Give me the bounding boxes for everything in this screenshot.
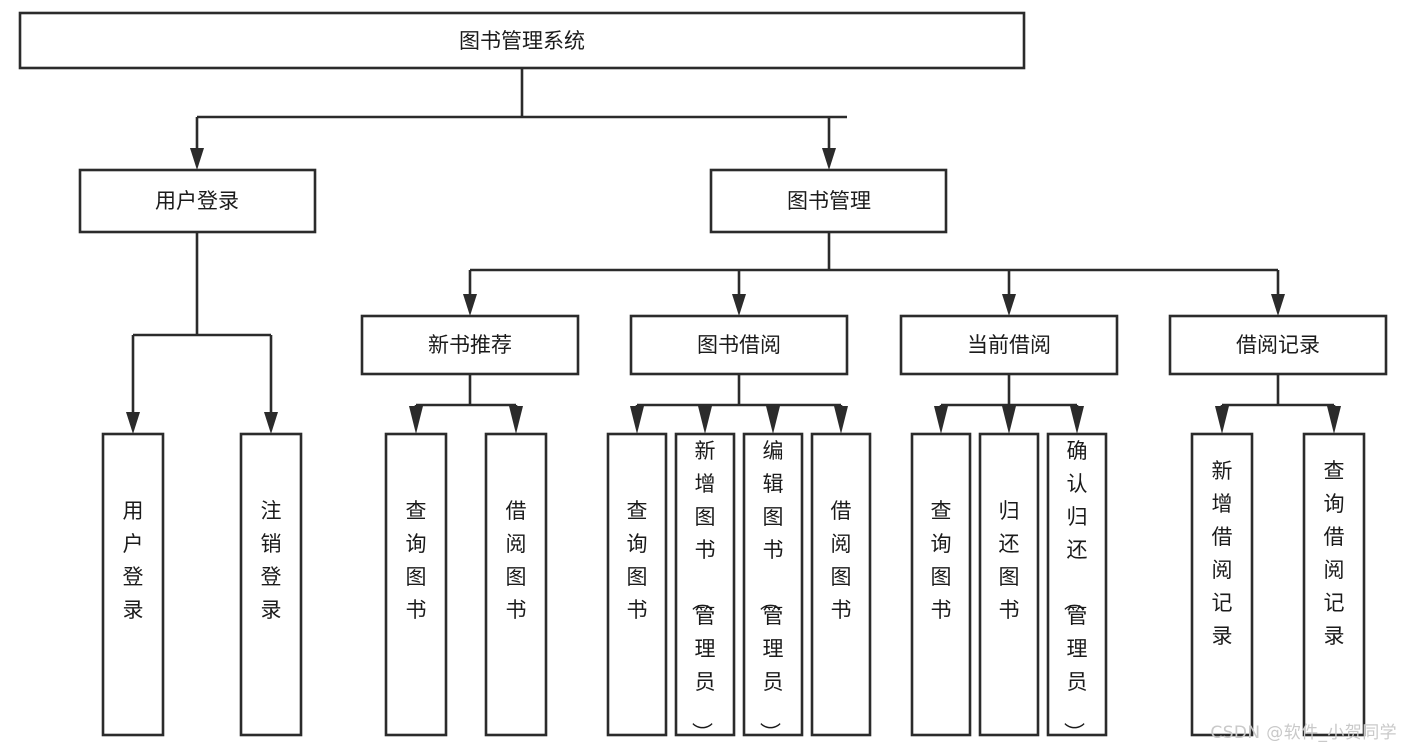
leaf-user-login-0[interactable]: 用户登录 <box>101 432 165 737</box>
arrow-head-borrow-record <box>1271 294 1285 316</box>
node-user-login[interactable]: 用户登录 <box>78 168 317 234</box>
arrow-head-new-book-recommend <box>463 294 477 316</box>
leaf-borrow-record-1-label: 查询借阅记录 <box>1324 459 1345 648</box>
node-current-borrow-label: 当前借阅 <box>967 333 1051 357</box>
leaf-user-login-1-box[interactable] <box>239 432 303 737</box>
leaf-book-borrow-0[interactable]: 查询图书 <box>606 432 668 737</box>
leaf-current-borrow-1-label: 归还图书 <box>999 499 1020 622</box>
arrow-head-br-child-1 <box>1327 406 1341 434</box>
leaf-borrow-record-1[interactable]: 查询借阅记录 <box>1302 432 1366 737</box>
arrow-head-current-borrow <box>1002 294 1016 316</box>
arrow-head-user-login-child-1 <box>264 412 278 434</box>
node-book-management[interactable]: 图书管理 <box>709 168 948 234</box>
arrow-head-book-borrow <box>732 294 746 316</box>
leaf-book-borrow-0-label: 查询图书 <box>627 499 648 622</box>
leaf-book-borrow-3-box[interactable] <box>810 432 872 737</box>
leaf-new-book-recommend-0-box[interactable] <box>384 432 448 737</box>
arrow-head-bb-child-0 <box>630 406 644 434</box>
leaf-current-borrow-0-label: 查询图书 <box>931 499 952 622</box>
node-user-login-label: 用户登录 <box>155 189 239 213</box>
leaf-book-borrow-2-label: 编辑图书（管理员） <box>758 439 784 743</box>
leaf-new-book-recommend-1[interactable]: 借阅图书 <box>484 432 548 737</box>
leaf-book-borrow-1-box[interactable] <box>674 432 736 737</box>
connector-group-current-borrow <box>934 374 1084 434</box>
arrow-head-br-child-0 <box>1215 406 1229 434</box>
leaf-current-borrow-2-box[interactable] <box>1046 432 1108 737</box>
node-new-book-recommend-box[interactable] <box>360 314 580 376</box>
leaf-borrow-record-1-box[interactable] <box>1302 432 1366 737</box>
arrow-head-cb-child-0 <box>934 406 948 434</box>
node-borrow-record-box[interactable] <box>1168 314 1388 376</box>
leaf-current-borrow-0[interactable]: 查询图书 <box>910 432 972 737</box>
leaf-book-borrow-3-label: 借阅图书 <box>831 499 852 622</box>
leaf-book-borrow-1[interactable]: 新增图书（管理员） <box>674 432 736 743</box>
arrow-head-bb-child-1 <box>698 406 712 434</box>
arrow-head-cb-child-1 <box>1002 406 1016 434</box>
leaf-current-borrow-0-box[interactable] <box>910 432 972 737</box>
node-user-login-box[interactable] <box>78 168 317 234</box>
connector-group-user-login <box>126 232 278 434</box>
arrow-head-user-login <box>190 148 204 170</box>
node-borrow-record[interactable]: 借阅记录 <box>1168 314 1388 376</box>
leaf-user-login-1[interactable]: 注销登录 <box>239 432 303 737</box>
node-new-book-recommend[interactable]: 新书推荐 <box>360 314 580 376</box>
arrow-head-book-mgmt <box>822 148 836 170</box>
node-book-borrow-box[interactable] <box>629 314 849 376</box>
leaf-borrow-record-0[interactable]: 新增借阅记录 <box>1190 432 1254 737</box>
leaf-book-borrow-2[interactable]: 编辑图书（管理员） <box>742 432 804 743</box>
leaf-book-borrow-3[interactable]: 借阅图书 <box>810 432 872 737</box>
connector-group-root <box>190 68 847 170</box>
connector-group-borrow-record <box>1215 374 1341 434</box>
connector-group-new-book-recommend <box>409 374 523 434</box>
node-current-borrow-box[interactable] <box>899 314 1119 376</box>
leaf-borrow-record-0-box[interactable] <box>1190 432 1254 737</box>
leaf-new-book-recommend-0[interactable]: 查询图书 <box>384 432 448 737</box>
node-root-label: 图书管理系统 <box>459 29 585 53</box>
arrow-head-user-login-child-0 <box>126 412 140 434</box>
node-root-box[interactable] <box>18 11 1026 70</box>
leaf-borrow-record-0-label: 新增借阅记录 <box>1212 459 1233 648</box>
leaf-current-borrow-1-box[interactable] <box>978 432 1040 737</box>
leaf-current-borrow-2-label: 确认归还（管理员） <box>1062 439 1088 743</box>
leaf-current-borrow-2[interactable]: 确认归还（管理员） <box>1046 432 1108 743</box>
leaf-book-borrow-1-label: 新增图书（管理员） <box>690 439 716 743</box>
leaf-new-book-recommend-1-label: 借阅图书 <box>506 499 527 622</box>
node-current-borrow[interactable]: 当前借阅 <box>899 314 1119 376</box>
leaf-new-book-recommend-1-box[interactable] <box>484 432 548 737</box>
leaf-current-borrow-1[interactable]: 归还图书 <box>978 432 1040 737</box>
leaf-user-login-0-label: 用户登录 <box>123 499 144 622</box>
arrow-head-nbr-child-0 <box>409 406 423 434</box>
arrow-head-bb-child-3 <box>834 406 848 434</box>
leaf-new-book-recommend-0-label: 查询图书 <box>406 499 427 622</box>
node-book-management-box[interactable] <box>709 168 948 234</box>
node-book-borrow[interactable]: 图书借阅 <box>629 314 849 376</box>
node-book-management-label: 图书管理 <box>787 189 871 213</box>
leaf-book-borrow-0-box[interactable] <box>606 432 668 737</box>
leaf-user-login-1-label: 注销登录 <box>261 499 282 622</box>
arrow-head-nbr-child-1 <box>509 406 523 434</box>
node-root[interactable]: 图书管理系统 <box>18 11 1026 70</box>
leaf-user-login-0-box[interactable] <box>101 432 165 737</box>
arrow-head-cb-child-2 <box>1070 406 1084 434</box>
leaf-book-borrow-2-box[interactable] <box>742 432 804 737</box>
arrow-head-bb-child-2 <box>766 406 780 434</box>
connector-group-book-mgmt <box>463 232 1285 316</box>
node-borrow-record-label: 借阅记录 <box>1236 333 1320 357</box>
node-new-book-recommend-label: 新书推荐 <box>428 333 512 357</box>
node-book-borrow-label: 图书借阅 <box>697 333 781 357</box>
connector-group-book-borrow <box>630 374 848 434</box>
